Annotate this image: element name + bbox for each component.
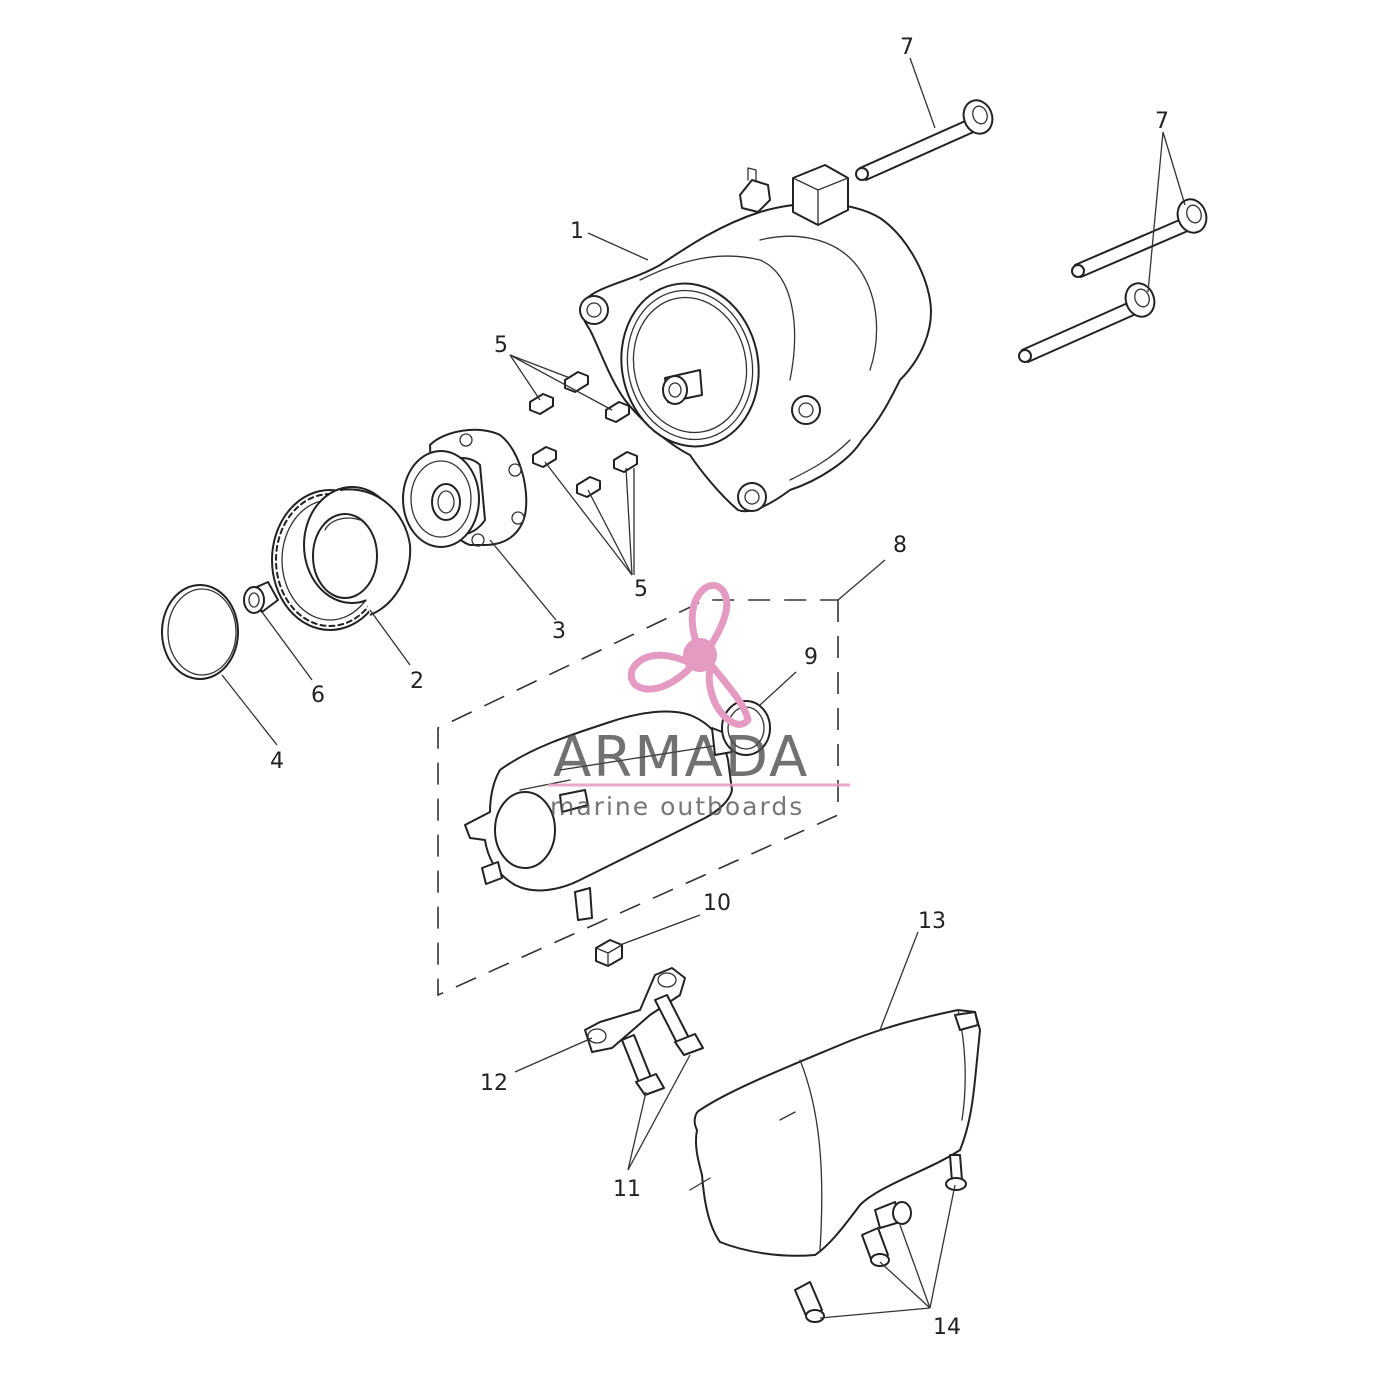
callout-7-upper: 7	[900, 35, 914, 60]
propeller-logo-icon	[627, 582, 752, 728]
callout-12: 12	[480, 1071, 508, 1096]
part-10-nut	[595, 939, 623, 967]
callout-numbers: 1 7 7 5 5 3 2 6 4 8 9 10 13 12 11 14	[270, 35, 1169, 1340]
part-7-bolt-middle	[1071, 198, 1208, 278]
callout-7-right: 7	[1155, 109, 1169, 134]
callout-5-upper: 5	[494, 333, 508, 358]
part-1-main-housing	[579, 164, 932, 513]
part-6-bush	[243, 581, 279, 614]
part-7-bolt-upper	[855, 99, 994, 181]
part-3-flange-cover	[402, 428, 528, 548]
callout-10: 10	[703, 891, 731, 916]
callout-9: 9	[804, 645, 818, 670]
watermark-brand: ARMADA	[553, 725, 809, 790]
part-13-cover	[689, 1009, 981, 1257]
callout-14: 14	[933, 1315, 961, 1340]
callout-3: 3	[552, 619, 566, 644]
callout-4: 4	[270, 749, 284, 774]
part-11-bolts	[621, 994, 704, 1096]
callout-13: 13	[918, 909, 946, 934]
part-14-screws	[794, 1154, 967, 1323]
callout-11: 11	[613, 1177, 641, 1202]
part-9-o-ring	[721, 700, 771, 756]
watermark: ARMADA marine outboards	[548, 582, 850, 821]
callout-2: 2	[410, 669, 424, 694]
watermark-tagline: marine outboards	[550, 792, 804, 821]
callout-8: 8	[893, 533, 907, 558]
part-4-cap	[161, 584, 239, 680]
part-5-screws	[529, 371, 638, 498]
leader-lines	[221, 57, 1186, 1319]
part-2-gear	[271, 486, 412, 631]
part-7-bolt-lower	[1018, 282, 1156, 363]
callout-6: 6	[311, 683, 325, 708]
callout-5-lower: 5	[634, 577, 648, 602]
callout-1: 1	[570, 219, 584, 244]
part-12-bracket	[584, 967, 686, 1053]
